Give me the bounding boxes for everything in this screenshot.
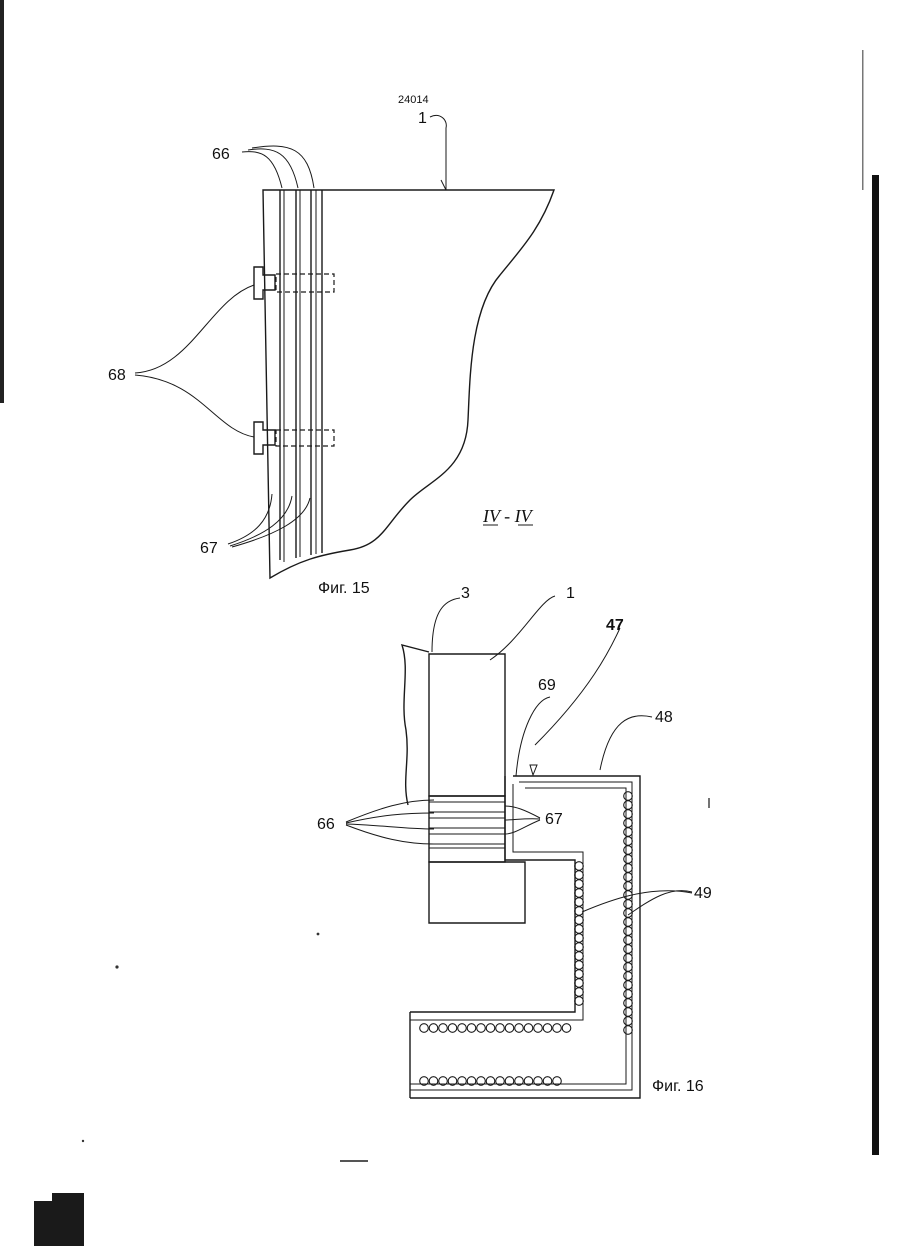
coil-turn — [624, 999, 633, 1008]
fig16-label-47: 47 — [606, 617, 624, 634]
fig16-label-49: 49 — [694, 885, 712, 902]
coil-turn — [624, 972, 633, 981]
coil-turn — [575, 907, 584, 916]
fig16-coil-windings — [420, 792, 633, 1086]
coil-turn — [420, 1024, 429, 1033]
coil-turn — [458, 1024, 467, 1033]
coil-turn — [575, 970, 584, 979]
coil-turn — [575, 916, 584, 925]
coil-turn — [624, 864, 633, 873]
coil-turn — [477, 1024, 486, 1033]
fig15-label-68: 68 — [108, 367, 126, 384]
coil-turn — [624, 918, 633, 927]
coil-turn — [505, 1024, 514, 1033]
coil-turn — [624, 945, 633, 954]
figure-16: 3 1 47 69 48 66 67 49 Фиг. 16 — [317, 585, 712, 1098]
coil-turn — [624, 954, 633, 963]
coil-turn — [624, 900, 633, 909]
coil-turn — [624, 819, 633, 828]
figure-15: 1 66 68 67 IV - IV Фиг. 15 — [108, 110, 554, 597]
coil-turn — [575, 889, 584, 898]
coil-turn — [575, 988, 584, 997]
coil-turn — [439, 1024, 448, 1033]
coil-turn — [575, 880, 584, 889]
coil-turn — [624, 1026, 633, 1035]
coil-turn — [575, 925, 584, 934]
fig15-label-66: 66 — [212, 146, 230, 163]
fig16-label-3: 3 — [461, 585, 470, 602]
fig16-label-1: 1 — [566, 585, 575, 602]
fig16-part-3 — [402, 645, 429, 805]
coil-turn — [575, 961, 584, 970]
coil-turn — [575, 862, 584, 871]
fig15-section-mark: IV - IV — [482, 506, 534, 526]
coil-turn — [624, 927, 633, 936]
coil-turn — [575, 871, 584, 880]
fig15-label-67: 67 — [200, 540, 218, 557]
coil-turn — [496, 1024, 505, 1033]
fig16-label-67: 67 — [545, 811, 563, 828]
fig16-layer-stack — [429, 796, 505, 862]
coil-turn — [575, 898, 584, 907]
coil-turn — [575, 952, 584, 961]
coil-turn — [448, 1024, 457, 1033]
scan-edge-marks — [0, 0, 879, 1246]
coil-turn — [624, 828, 633, 837]
coil-turn — [624, 873, 633, 882]
coil-turn — [534, 1024, 543, 1033]
document-number: 24014 — [398, 94, 429, 106]
coil-turn — [624, 882, 633, 891]
coil-turn — [486, 1024, 495, 1033]
coil-turn — [624, 846, 633, 855]
coil-turn — [575, 934, 584, 943]
coil-turn — [624, 990, 633, 999]
coil-turn — [429, 1024, 438, 1033]
coil-turn — [624, 792, 633, 801]
fig16-housing — [410, 776, 640, 1098]
coil-turn — [624, 801, 633, 810]
coil-turn — [553, 1024, 562, 1033]
coil-turn — [575, 997, 584, 1006]
coil-turn — [624, 810, 633, 819]
fig15-label-1: 1 — [418, 110, 427, 127]
coil-turn — [624, 936, 633, 945]
coil-turn — [543, 1024, 552, 1033]
coil-turn — [515, 1024, 524, 1033]
coil-turn — [624, 1017, 633, 1026]
coil-turn — [467, 1024, 476, 1033]
coil-turn — [624, 1008, 633, 1017]
coil-turn — [624, 963, 633, 972]
coil-turn — [624, 981, 633, 990]
fig16-label-69: 69 — [538, 677, 556, 694]
fig15-caption: Фиг. 15 — [318, 580, 370, 597]
coil-turn — [575, 979, 584, 988]
coil-turn — [562, 1024, 571, 1033]
fig15-strip-lines — [280, 190, 322, 562]
coil-turn — [575, 943, 584, 952]
fig16-caption: Фиг. 16 — [652, 1078, 704, 1095]
fig16-label-66: 66 — [317, 816, 335, 833]
fig16-label-48: 48 — [655, 709, 673, 726]
coil-turn — [624, 837, 633, 846]
coil-turn — [624, 855, 633, 864]
fig16-part-1-lower — [429, 862, 525, 923]
fig16-part-1-upper — [429, 654, 505, 796]
coil-turn — [524, 1024, 533, 1033]
